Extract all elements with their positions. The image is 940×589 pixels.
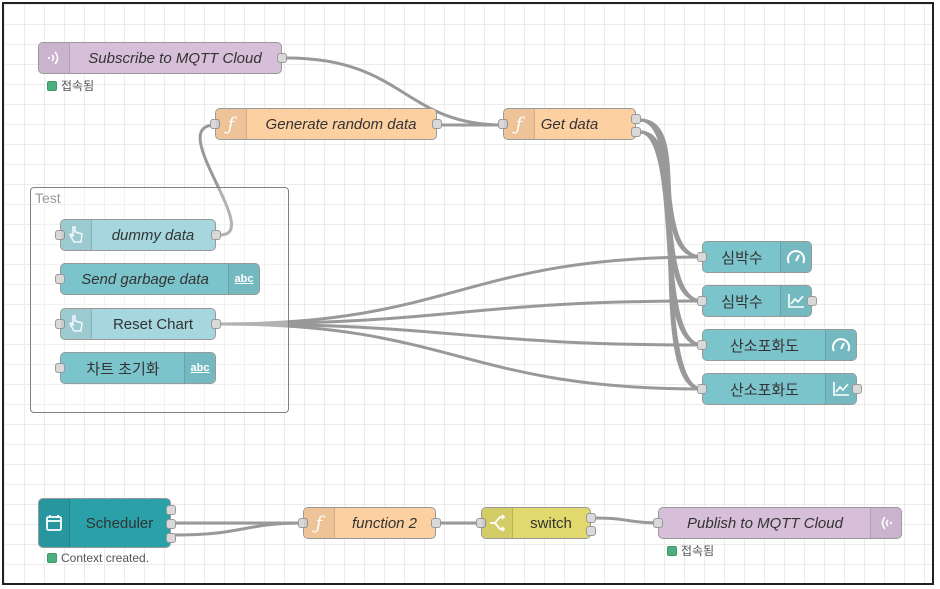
wire bbox=[198, 123, 233, 237]
output-port[interactable] bbox=[852, 384, 862, 394]
input-port[interactable] bbox=[55, 319, 65, 329]
node-send-garbage-data[interactable]: Send garbage data abc bbox=[55, 263, 260, 295]
output-port-1[interactable] bbox=[586, 513, 596, 523]
gauge-icon bbox=[825, 330, 856, 360]
node-label: switch bbox=[530, 514, 572, 532]
output-port[interactable] bbox=[277, 53, 287, 63]
node-chart-reset-text[interactable]: 차트 초기화 abc bbox=[55, 352, 216, 384]
node-label: Reset Chart bbox=[112, 315, 194, 333]
input-port[interactable] bbox=[210, 119, 220, 129]
node-label: 산소포화도 bbox=[729, 337, 799, 355]
node-spo2-chart[interactable]: 산소포화도 bbox=[697, 373, 862, 405]
status-text: 접속됨 bbox=[681, 544, 715, 558]
function-icon: ƒ bbox=[504, 109, 535, 139]
input-port[interactable] bbox=[476, 518, 486, 528]
node-dummy-data[interactable]: dummy data bbox=[55, 219, 221, 251]
node-label: 차트 초기화 bbox=[86, 360, 160, 378]
input-port[interactable] bbox=[498, 119, 508, 129]
function-icon: ƒ bbox=[304, 508, 335, 538]
wire bbox=[218, 255, 704, 326]
node-label: function 2 bbox=[351, 514, 418, 532]
wire bbox=[218, 322, 704, 347]
hand-pointer-icon bbox=[61, 309, 92, 339]
switch-icon bbox=[482, 508, 513, 538]
input-port[interactable] bbox=[697, 252, 707, 262]
node-label: Send garbage data bbox=[81, 270, 209, 288]
line-chart-icon bbox=[780, 286, 811, 316]
node-label: Generate random data bbox=[265, 115, 417, 133]
node-generate-random-data[interactable]: ƒ Generate random data bbox=[210, 108, 442, 140]
node-publish-mqtt[interactable]: Publish to MQTT Cloud bbox=[653, 507, 902, 539]
node-switch[interactable]: switch bbox=[476, 507, 596, 539]
output-port[interactable] bbox=[211, 230, 221, 240]
output-port[interactable] bbox=[432, 119, 442, 129]
input-port[interactable] bbox=[697, 296, 707, 306]
input-port[interactable] bbox=[55, 230, 65, 240]
output-port-3[interactable] bbox=[166, 533, 176, 543]
status-dot bbox=[47, 553, 57, 563]
node-heart-rate-chart[interactable]: 심박수 bbox=[697, 285, 817, 317]
group-label: Test bbox=[35, 190, 61, 206]
node-subscribe-mqtt[interactable]: Subscribe to MQTT Cloud bbox=[38, 42, 287, 74]
wire bbox=[638, 130, 704, 391]
output-port[interactable] bbox=[211, 319, 221, 329]
node-status: 접속됨 bbox=[667, 542, 714, 559]
wire bbox=[173, 521, 305, 537]
broadcast-icon bbox=[39, 43, 70, 73]
function-icon: ƒ bbox=[216, 109, 247, 139]
input-port[interactable] bbox=[653, 518, 663, 528]
input-port[interactable] bbox=[55, 274, 65, 284]
node-label: dummy data bbox=[111, 226, 195, 244]
node-status: Context created. bbox=[47, 551, 149, 565]
node-get-data[interactable]: ƒ Get data bbox=[498, 108, 641, 140]
wires-layer bbox=[173, 56, 704, 537]
node-scheduler[interactable]: Scheduler bbox=[38, 498, 176, 548]
line-chart-icon bbox=[825, 374, 856, 404]
output-port-2[interactable] bbox=[166, 519, 176, 529]
node-label: 산소포화도 bbox=[729, 381, 799, 399]
output-port-1[interactable] bbox=[166, 505, 176, 515]
node-status: 접속됨 bbox=[47, 77, 94, 94]
status-dot bbox=[47, 80, 57, 91]
node-heart-rate-gauge[interactable]: 심박수 bbox=[697, 241, 812, 273]
input-port[interactable] bbox=[697, 340, 707, 350]
input-port[interactable] bbox=[55, 363, 65, 373]
abc-text-icon: abc bbox=[184, 353, 215, 383]
wire bbox=[285, 56, 505, 127]
node-label: 심박수 bbox=[721, 249, 763, 267]
input-port[interactable] bbox=[697, 384, 707, 394]
gauge-icon bbox=[780, 242, 811, 272]
broadcast-icon bbox=[870, 508, 901, 538]
node-label: Scheduler bbox=[85, 514, 154, 532]
output-port[interactable] bbox=[431, 518, 441, 528]
node-function-2[interactable]: ƒ function 2 bbox=[298, 507, 441, 539]
status-text: Context created. bbox=[61, 551, 150, 565]
wire bbox=[594, 516, 660, 525]
status-text: 접속됨 bbox=[61, 79, 95, 93]
hand-pointer-icon bbox=[61, 220, 92, 250]
node-spo2-gauge[interactable]: 산소포화도 bbox=[697, 329, 857, 361]
node-label: 심박수 bbox=[721, 293, 763, 311]
output-port-1[interactable] bbox=[631, 114, 641, 124]
output-port-2[interactable] bbox=[631, 127, 641, 137]
input-port[interactable] bbox=[298, 518, 308, 528]
abc-text-icon: abc bbox=[228, 264, 259, 294]
node-label: Publish to MQTT Cloud bbox=[687, 514, 843, 532]
node-label: Subscribe to MQTT Cloud bbox=[88, 49, 262, 67]
output-port[interactable] bbox=[807, 296, 817, 306]
output-port-2[interactable] bbox=[586, 526, 596, 536]
node-reset-chart[interactable]: Reset Chart bbox=[55, 308, 221, 340]
calendar-icon bbox=[39, 499, 70, 547]
status-dot bbox=[667, 545, 677, 556]
wire bbox=[218, 322, 704, 391]
wire bbox=[218, 299, 704, 326]
node-label: Get data bbox=[540, 115, 599, 133]
